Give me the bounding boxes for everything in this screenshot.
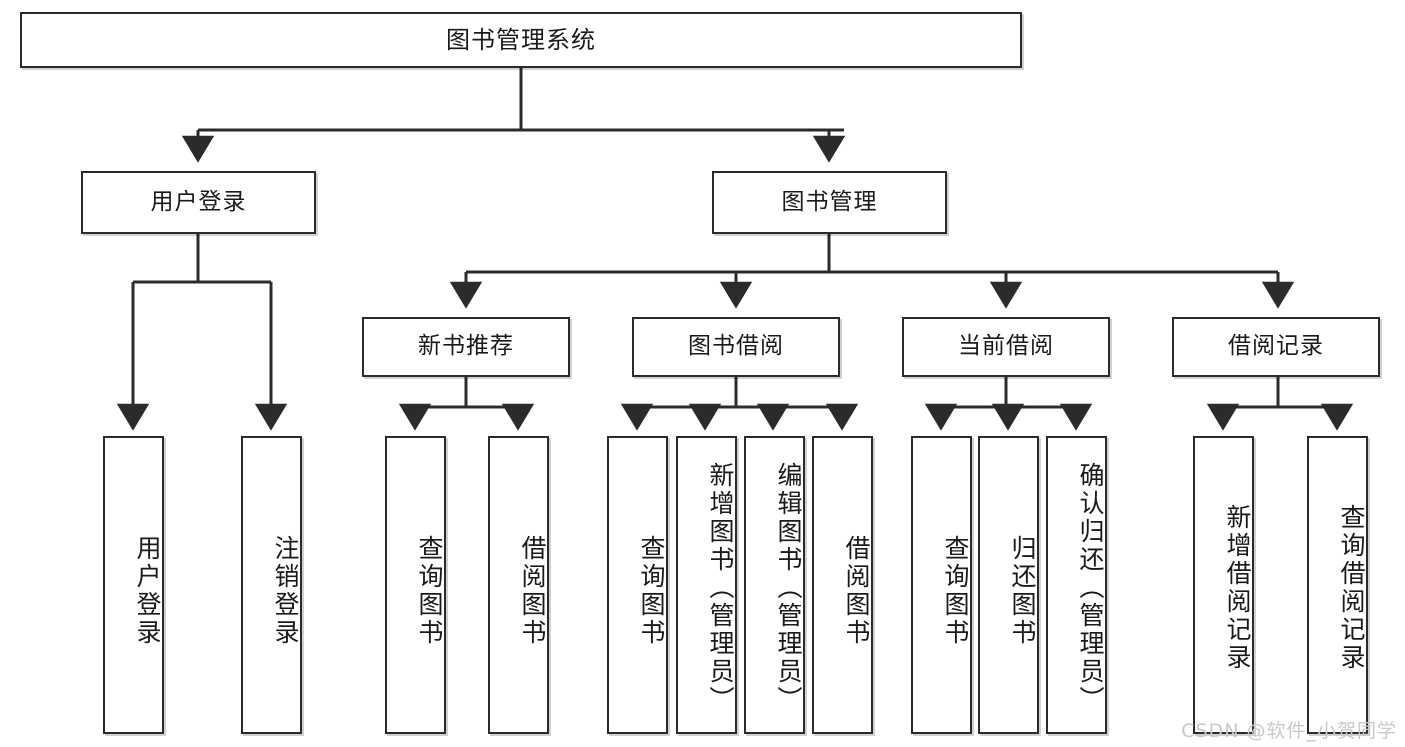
node-leaf-logout-login[interactable]: 注销登录 bbox=[241, 436, 302, 734]
node-current-borrow-label: 当前借阅 bbox=[958, 333, 1054, 360]
node-leaf-user-login-label: 用户登录 bbox=[133, 535, 162, 647]
node-book-borrow[interactable]: 图书借阅 bbox=[632, 317, 840, 377]
node-user-login-label: 用户登录 bbox=[150, 188, 247, 215]
node-current-borrow[interactable]: 当前借阅 bbox=[902, 317, 1110, 377]
node-leaf-user-login[interactable]: 用户登录 bbox=[103, 436, 164, 734]
node-book-management[interactable]: 图书管理 bbox=[712, 171, 947, 234]
node-leaf-confirm-return-label: 确认归还（管理员） bbox=[1076, 462, 1105, 714]
node-leaf-query-book-3-label: 查询图书 bbox=[941, 535, 970, 647]
node-leaf-confirm-return[interactable]: 确认归还（管理员） bbox=[1046, 436, 1107, 734]
node-leaf-query-record[interactable]: 查询借阅记录 bbox=[1307, 436, 1368, 734]
node-borrow-record-label: 借阅记录 bbox=[1228, 333, 1324, 360]
node-leaf-borrow-book-2[interactable]: 借阅图书 bbox=[812, 436, 873, 734]
node-borrow-record[interactable]: 借阅记录 bbox=[1172, 317, 1380, 377]
node-new-book-recommend-label: 新书推荐 bbox=[418, 333, 514, 360]
node-leaf-return-book-label: 归还图书 bbox=[1008, 535, 1037, 647]
node-leaf-query-book-3[interactable]: 查询图书 bbox=[911, 436, 972, 734]
node-leaf-query-book-2[interactable]: 查询图书 bbox=[607, 436, 668, 734]
node-leaf-query-book-1-label: 查询图书 bbox=[415, 535, 444, 647]
node-leaf-query-record-label: 查询借阅记录 bbox=[1337, 504, 1366, 672]
watermark-text: CSDN @软件_小贺同学 bbox=[1181, 720, 1397, 742]
node-root[interactable]: 图书管理系统 bbox=[20, 12, 1022, 68]
node-book-borrow-label: 图书借阅 bbox=[688, 333, 784, 360]
node-book-management-label: 图书管理 bbox=[781, 188, 878, 215]
node-new-book-recommend[interactable]: 新书推荐 bbox=[362, 317, 570, 377]
node-leaf-edit-book-label: 编辑图书（管理员） bbox=[774, 462, 803, 714]
node-leaf-borrow-book-2-label: 借阅图书 bbox=[842, 535, 871, 647]
node-leaf-query-book-2-label: 查询图书 bbox=[637, 535, 666, 647]
node-leaf-logout-login-label: 注销登录 bbox=[271, 535, 300, 647]
node-root-label: 图书管理系统 bbox=[446, 25, 596, 54]
node-leaf-edit-book[interactable]: 编辑图书（管理员） bbox=[744, 436, 805, 734]
node-leaf-add-record-label: 新增借阅记录 bbox=[1223, 504, 1252, 672]
node-user-login[interactable]: 用户登录 bbox=[81, 171, 316, 234]
node-leaf-borrow-book-1[interactable]: 借阅图书 bbox=[488, 436, 549, 734]
node-leaf-add-record[interactable]: 新增借阅记录 bbox=[1193, 436, 1254, 734]
node-leaf-return-book[interactable]: 归还图书 bbox=[978, 436, 1039, 734]
node-leaf-borrow-book-1-label: 借阅图书 bbox=[518, 535, 547, 647]
node-leaf-add-book-label: 新增图书（管理员） bbox=[706, 462, 735, 714]
node-leaf-query-book-1[interactable]: 查询图书 bbox=[385, 436, 446, 734]
node-leaf-add-book[interactable]: 新增图书（管理员） bbox=[676, 436, 737, 734]
